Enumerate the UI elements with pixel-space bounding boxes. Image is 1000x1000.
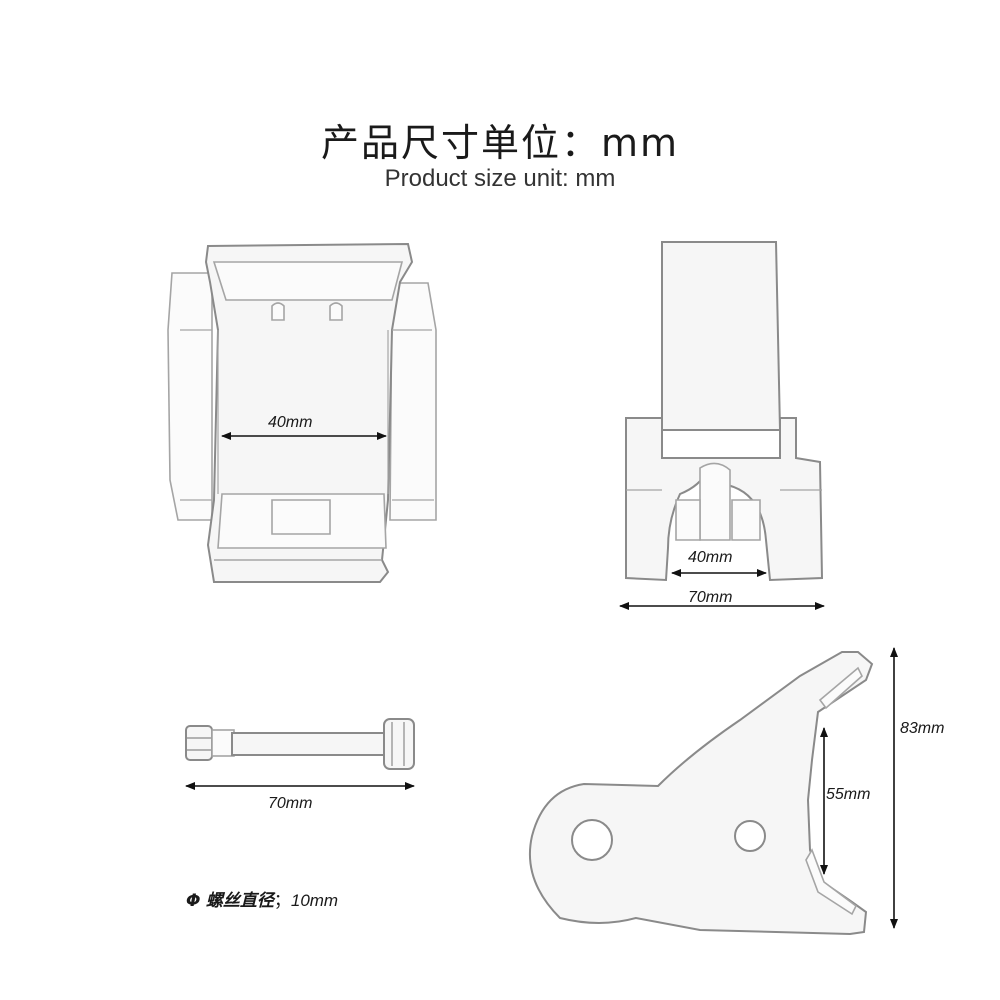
page-title-english: Product size unit: mm bbox=[384, 165, 616, 192]
thread-note-separator: ； bbox=[273, 891, 291, 911]
page-title-chinese: 产品尺寸单位：mm bbox=[320, 121, 680, 165]
side-view-inner-height-label: 55mm bbox=[826, 786, 871, 803]
front-view-part bbox=[625, 241, 824, 582]
thread-diameter-value: 10mm bbox=[290, 891, 339, 910]
front-view-outer-width-label: 70mm bbox=[688, 589, 733, 606]
bolt-part bbox=[185, 718, 415, 770]
top-view-part bbox=[167, 242, 437, 583]
bolt-length-label: 70mm bbox=[268, 795, 313, 812]
thread-diameter-note: Φ 螺丝直径；10mm bbox=[186, 886, 338, 911]
top-view-width-label: 40mm bbox=[268, 414, 313, 431]
diameter-symbol: Φ bbox=[186, 891, 201, 911]
side-view-height-label: 83mm bbox=[900, 720, 945, 737]
side-view-part bbox=[528, 651, 874, 936]
thread-diameter-label: 螺丝直径 bbox=[205, 891, 274, 911]
front-view-inner-width-label: 40mm bbox=[688, 549, 733, 566]
